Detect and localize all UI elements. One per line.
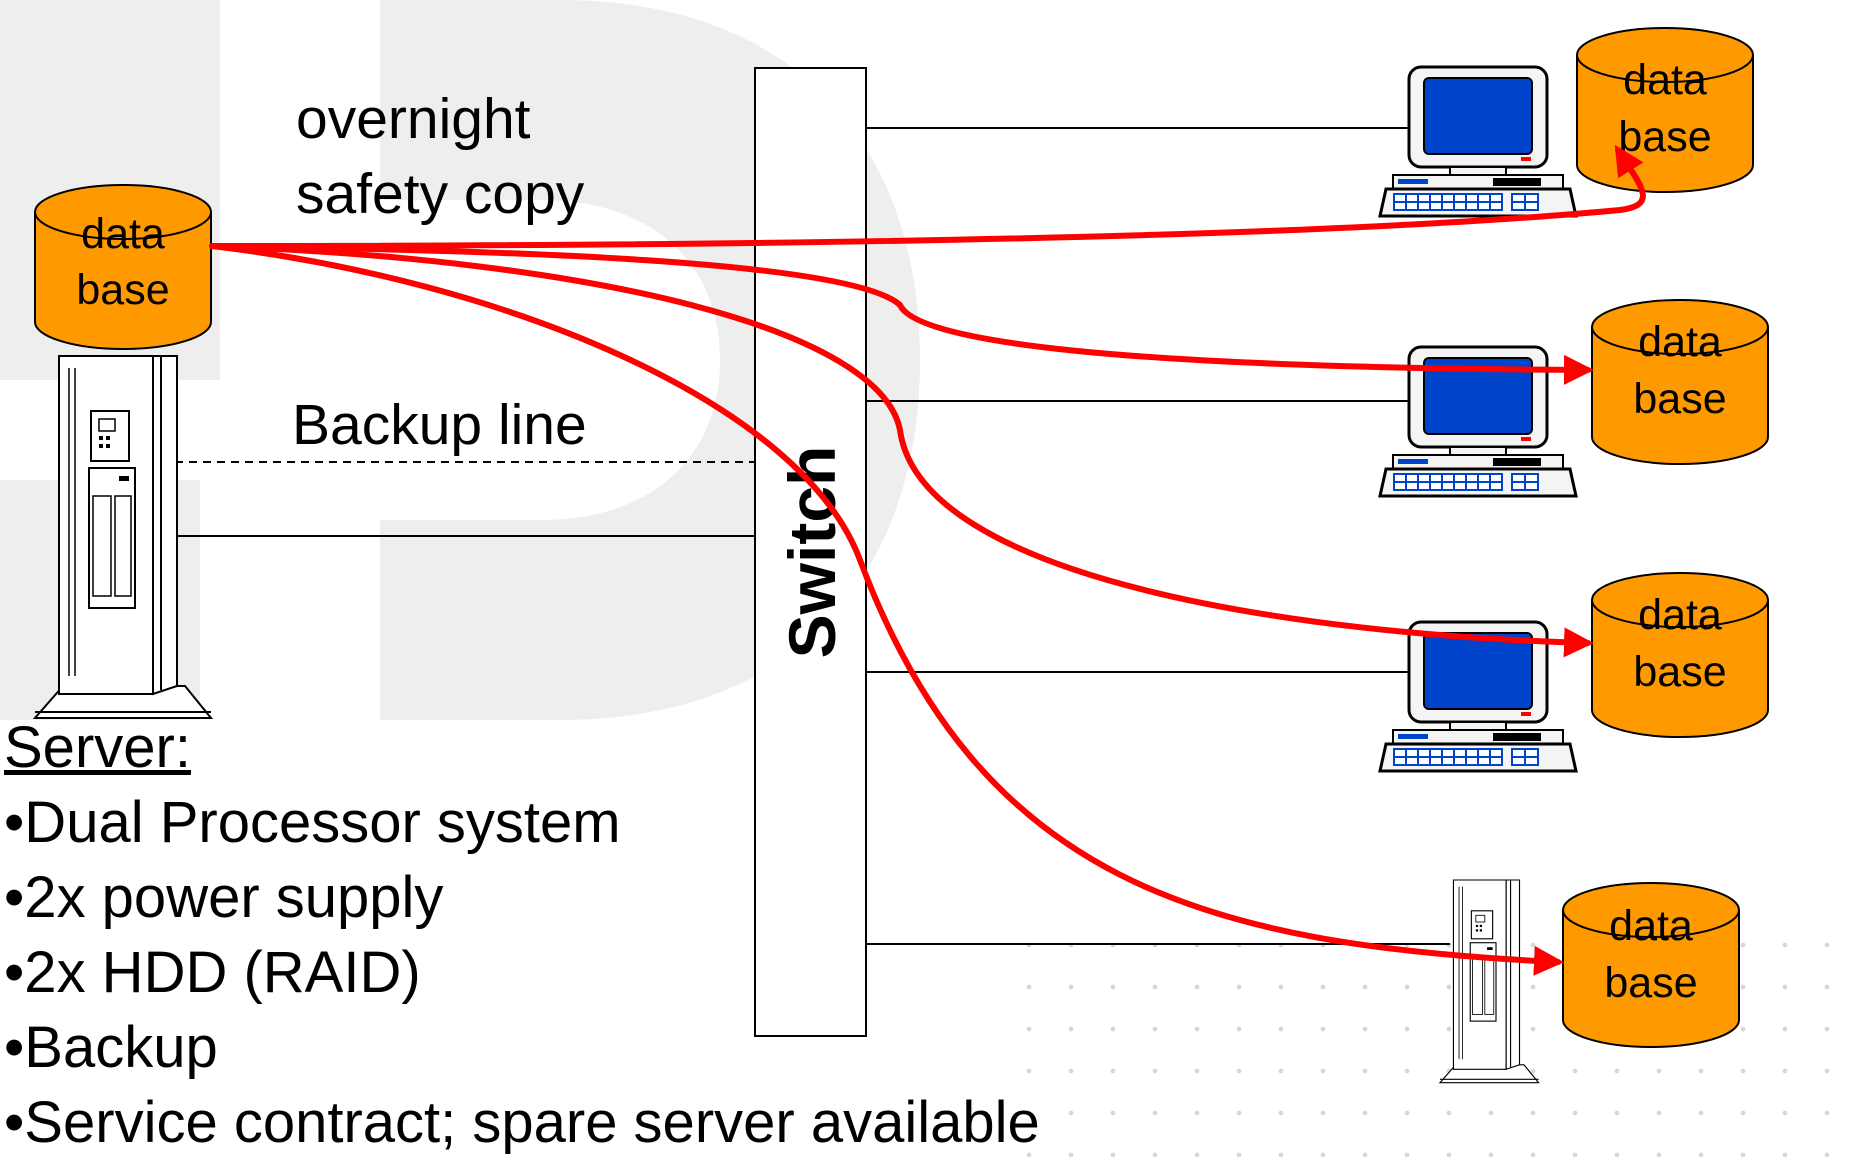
workstation-computer-icon — [1378, 65, 1578, 218]
copy-arrow-spare-server — [209, 243, 1564, 976]
server-feature-item: •Service contract; spare server availabl… — [4, 1090, 1040, 1155]
database-label-line1: data — [1638, 318, 1722, 366]
database-label-line1: data — [1623, 56, 1707, 104]
database-label-line1: data — [81, 210, 165, 258]
overnight-copy-label-line2: safety copy — [296, 162, 585, 226]
client-2-database: data base — [1591, 299, 1769, 465]
database-label-line2: base — [1633, 375, 1726, 423]
database-label-line2: base — [76, 266, 169, 314]
spare-server-database: data base — [1562, 882, 1740, 1048]
server-feature-item: •Dual Processor system — [4, 790, 621, 855]
database-label-line1: data — [1609, 902, 1693, 950]
server-heading: Server: — [4, 715, 191, 780]
copy-arrow-client-3 — [209, 243, 1594, 658]
copy-arrow-client-2 — [209, 243, 1594, 385]
server-database: data base — [34, 184, 212, 350]
server-info: Server: •Dual Processor system •2x power… — [4, 710, 1040, 1160]
database-label-line2: base — [1618, 113, 1711, 161]
switch-box — [754, 67, 867, 1037]
database-cylinder-icon — [1576, 27, 1754, 193]
overnight-copy-label-line1: overnight — [296, 87, 531, 151]
database-label-line2: base — [1604, 959, 1697, 1007]
backup-line-label: Backup line — [292, 393, 587, 457]
switch-label: Switch — [775, 446, 849, 659]
copy-arrow-client-1 — [209, 144, 1646, 249]
database-label-line2: base — [1633, 648, 1726, 696]
server-feature-item: •2x power supply — [4, 865, 444, 930]
client-3-database: data base — [1591, 572, 1769, 738]
server-feature-item: •2x HDD (RAID) — [4, 940, 421, 1005]
database-label-line1: data — [1638, 591, 1722, 639]
server-feature-item: •Backup — [4, 1015, 218, 1080]
client-1-database: data base — [1576, 27, 1754, 193]
overnight-copy-arrows — [209, 144, 1646, 976]
client-1-workstation — [1378, 65, 1578, 218]
